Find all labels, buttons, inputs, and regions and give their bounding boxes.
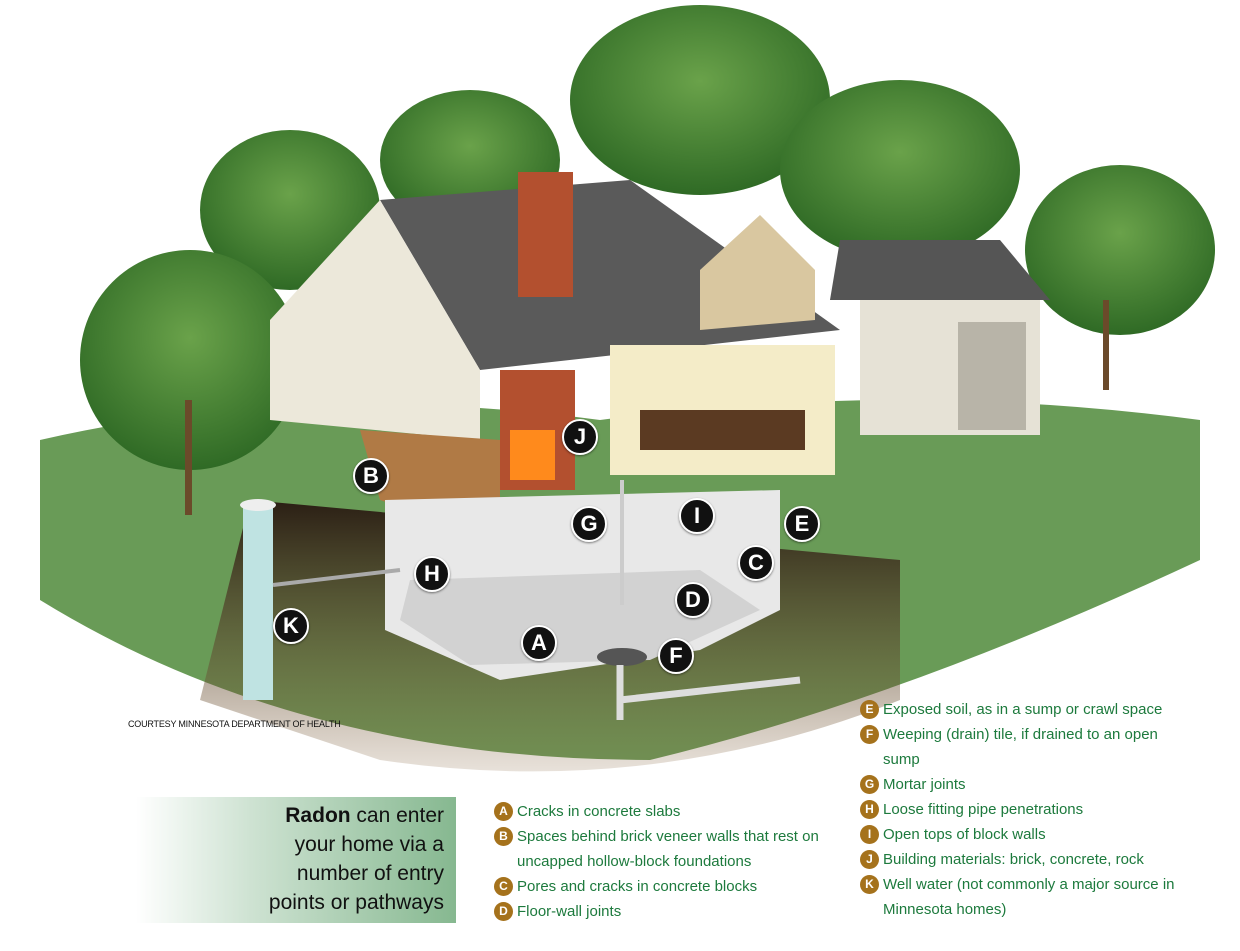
badge-icon: B (494, 827, 513, 846)
badge-icon: E (860, 700, 879, 719)
badge-icon: J (860, 850, 879, 869)
callout-bold: Radon (285, 804, 351, 827)
badge-icon: G (860, 775, 879, 794)
callout-box: Radon can enter your home via a number o… (136, 797, 456, 923)
badge-icon: F (860, 725, 879, 744)
badge-icon: I (860, 825, 879, 844)
marker-b: B (353, 458, 389, 494)
marker-h: H (414, 556, 450, 592)
marker-a: A (521, 625, 557, 661)
credit-line: COURTESY MINNESOTA DEPARTMENT OF HEALTH (128, 719, 341, 729)
marker-g: G (571, 506, 607, 542)
badge-icon: H (860, 800, 879, 819)
marker-f: F (658, 638, 694, 674)
marker-e: E (784, 506, 820, 542)
marker-j: J (562, 419, 598, 455)
marker-i: I (679, 498, 715, 534)
badge-icon: C (494, 877, 513, 896)
trees (80, 5, 1215, 515)
marker-d: D (675, 582, 711, 618)
callout-rest: can enter your home via a number of entr… (268, 804, 444, 914)
marker-c: C (738, 545, 774, 581)
badge-icon: D (494, 902, 513, 921)
callout-text: Radon can enter your home via a number o… (244, 801, 444, 917)
badge-icon: K (860, 875, 879, 894)
badge-icon: A (494, 802, 513, 821)
marker-k: K (273, 608, 309, 644)
